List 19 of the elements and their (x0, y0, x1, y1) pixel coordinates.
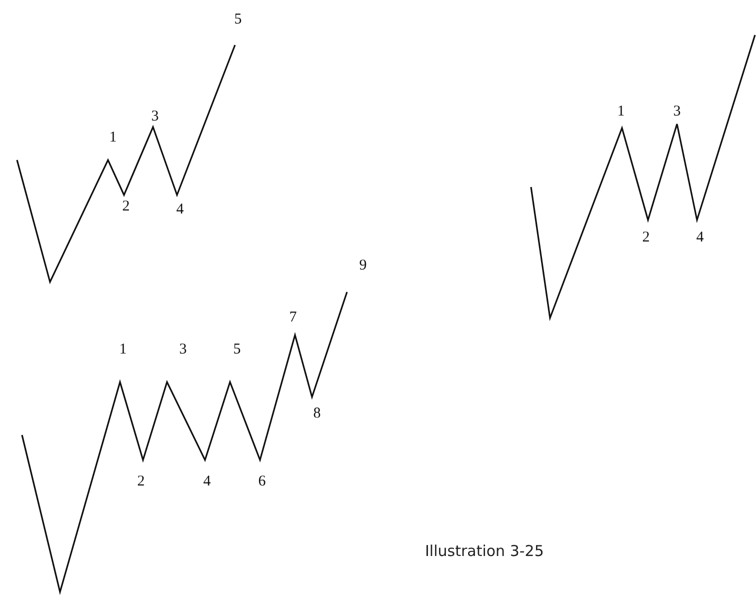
wave-point-number: 5 (234, 12, 242, 28)
figure-caption: Illustration 3-25 (425, 542, 544, 560)
wave-point-number: 3 (673, 104, 681, 120)
wave-point-number: 2 (122, 200, 130, 214)
wave-point-number: 7 (289, 310, 297, 326)
wave-point-number: 4 (696, 230, 704, 246)
wave-point-number: 4 (176, 202, 184, 218)
wave-point-number: 6 (258, 474, 266, 490)
wave-point-number: 1 (109, 130, 117, 146)
wave-point-number: 9 (359, 258, 367, 274)
wave-point-number: 4 (203, 474, 211, 490)
wave-point-number: 1 (119, 342, 127, 358)
wave-point-number: 3 (179, 342, 187, 358)
wave-point-number: 8 (313, 406, 321, 422)
wave-point-number: 3 (151, 110, 159, 124)
wave-point-number: 1 (617, 104, 625, 120)
wave-point-number: 5 (233, 342, 241, 358)
wave-point-number: 2 (137, 474, 145, 490)
wave-point-number: 2 (642, 230, 650, 246)
